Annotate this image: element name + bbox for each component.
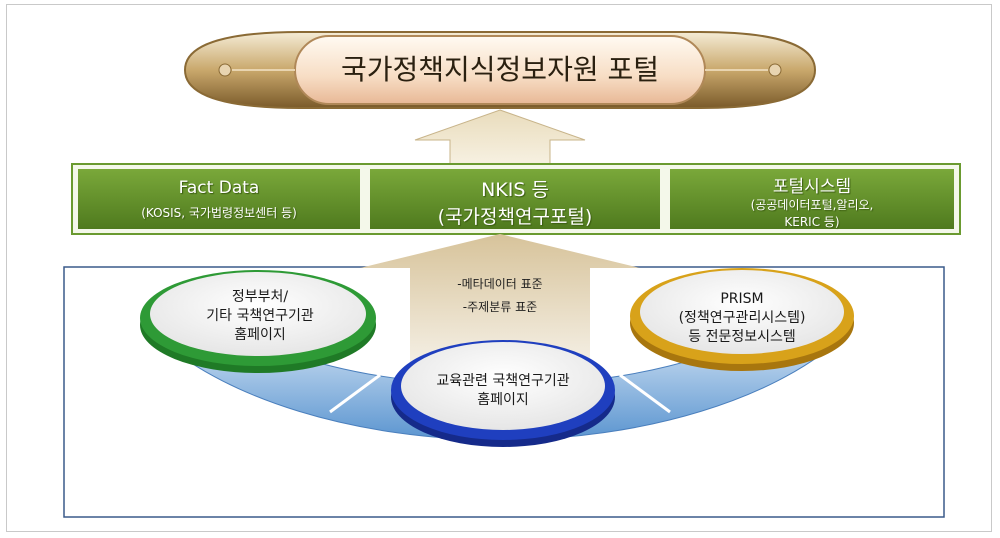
- center-oval-line2: 홈페이지: [477, 392, 529, 408]
- upper-arrow: [414, 109, 586, 166]
- subject-standard: -주제분류 표준: [462, 300, 538, 314]
- fact-data-sub: (KOSIS, 국가법령정보센터 등): [141, 206, 297, 220]
- portal-title: 국가정책지식정보자원 포털: [340, 53, 660, 86]
- center-oval-line1: 교육관련 국책연구기관: [436, 373, 570, 389]
- portal-system-sub2: KERIC 등): [784, 215, 840, 229]
- right-oval-line2: (정책연구관리시스템): [678, 310, 806, 326]
- portal-system-sub1: (공공데이터포털,알리오,: [750, 198, 874, 212]
- left-oval-line2: 기타 국책연구기관: [206, 308, 314, 324]
- portal-system-title: 포털시스템: [772, 177, 852, 197]
- left-oval-line1: 정부부처/: [231, 289, 289, 305]
- metadata-standard: -메타데이터 표준: [457, 277, 543, 291]
- right-oval-line1: PRISM: [720, 291, 764, 307]
- right-oval-line3: 등 전문정보시스템: [688, 329, 796, 345]
- nkis-sub: (국가정책연구포털): [437, 206, 593, 228]
- portal-banner: [183, 31, 817, 109]
- nkis-title: NKIS 등: [481, 179, 549, 201]
- diagram-frame: [6, 4, 992, 532]
- fact-data-title: Fact Data: [178, 178, 260, 198]
- left-oval-line3: 홈페이지: [234, 327, 286, 343]
